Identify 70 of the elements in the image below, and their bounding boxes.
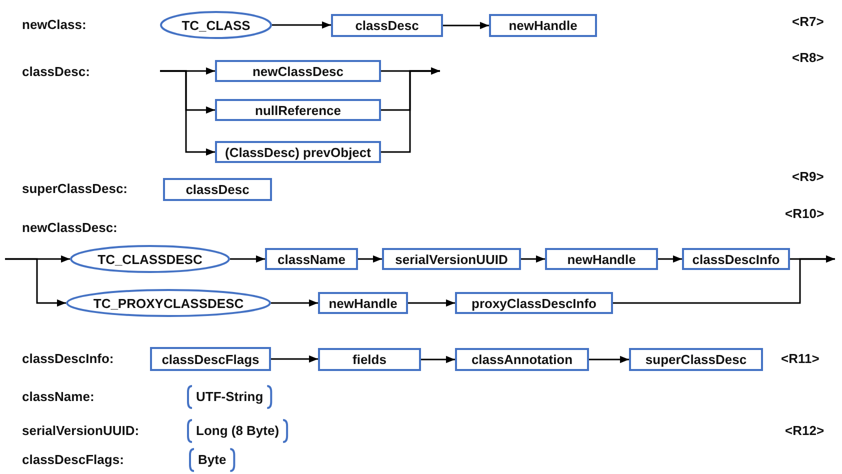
arrow <box>408 299 455 307</box>
node-label: classDesc <box>355 18 419 33</box>
arrow <box>613 255 835 304</box>
arrow <box>271 355 318 363</box>
rule-reference: <R7> <box>792 14 824 30</box>
node-label: TC_CLASSDESC <box>98 252 202 266</box>
nonterminal-box <box>455 292 613 314</box>
arrow <box>271 299 318 307</box>
node-label: className <box>278 252 346 266</box>
rule-reference: <R12> <box>785 423 824 439</box>
nonterminal-box <box>215 60 381 82</box>
node-label: newHandle <box>567 252 636 266</box>
rule-name: classDescInfo: <box>22 351 114 367</box>
node-label: TC_CLASS <box>182 18 250 32</box>
rule-name: classDesc: <box>22 64 90 80</box>
nonterminal-box <box>265 248 358 270</box>
arrow <box>421 356 455 364</box>
node-label: newHandle <box>508 18 578 33</box>
arrow <box>658 255 682 263</box>
arrow <box>521 255 545 263</box>
node-label: proxyClassDescInfo <box>472 296 596 310</box>
node-label: TC_PROXYCLASSDESC <box>93 296 244 310</box>
rule-reference: <R8> <box>792 50 824 66</box>
nonterminal-box <box>545 248 658 270</box>
node-label: (ClassDesc) prevObject <box>225 144 371 160</box>
nonterminal-box <box>629 348 763 371</box>
arrow <box>589 356 629 364</box>
rule-name: newClassDesc: <box>22 220 118 236</box>
arrow <box>381 67 440 153</box>
nonterminal-box <box>382 248 521 270</box>
rule-reference: <R9> <box>792 169 824 185</box>
node-label: superClassDesc <box>645 352 747 367</box>
literal-type: Byte <box>198 452 226 468</box>
node-label: fields <box>352 352 386 367</box>
nonterminal-box <box>455 348 589 371</box>
rule-name: superClassDesc: <box>22 181 128 197</box>
node-label: newHandle <box>328 296 398 310</box>
nonterminal-box <box>318 292 408 314</box>
rule-name: classDescFlags: <box>22 452 124 468</box>
node-label: nullReference <box>255 102 341 118</box>
nonterminal-box <box>163 178 272 201</box>
node-label: classDescInfo <box>692 252 780 266</box>
arrow <box>443 22 489 30</box>
nonterminal-box <box>215 141 381 163</box>
nonterminal-box <box>331 14 443 37</box>
nonterminal-box <box>682 248 790 270</box>
rule-name: newClass: <box>22 17 86 33</box>
nonterminal-box <box>489 14 597 37</box>
node-label: classAnnotation <box>471 352 573 367</box>
nonterminal-box <box>215 99 381 121</box>
literal-type: Long (8 Byte) <box>196 423 280 439</box>
nonterminal-box <box>150 347 271 371</box>
node-label: classDescFlags <box>162 352 260 366</box>
rule-name: className: <box>22 389 94 405</box>
node-label: classDesc <box>186 182 250 197</box>
terminal-ellipse <box>160 11 272 39</box>
literal-type: UTF-String <box>196 389 264 405</box>
arrow <box>272 21 331 29</box>
node-label: serialVersionUUID <box>395 252 508 266</box>
arrow <box>160 70 215 156</box>
arrow <box>358 255 382 263</box>
arrow <box>230 255 265 263</box>
rule-reference: <R11> <box>781 351 820 367</box>
rule-name: serialVersionUUID: <box>22 423 140 439</box>
arrow <box>5 258 66 307</box>
terminal-ellipse <box>70 245 230 273</box>
rule-reference: <R10> <box>785 206 824 222</box>
terminal-ellipse <box>66 289 271 317</box>
nonterminal-box <box>318 348 421 371</box>
node-label: newClassDesc <box>252 64 344 78</box>
